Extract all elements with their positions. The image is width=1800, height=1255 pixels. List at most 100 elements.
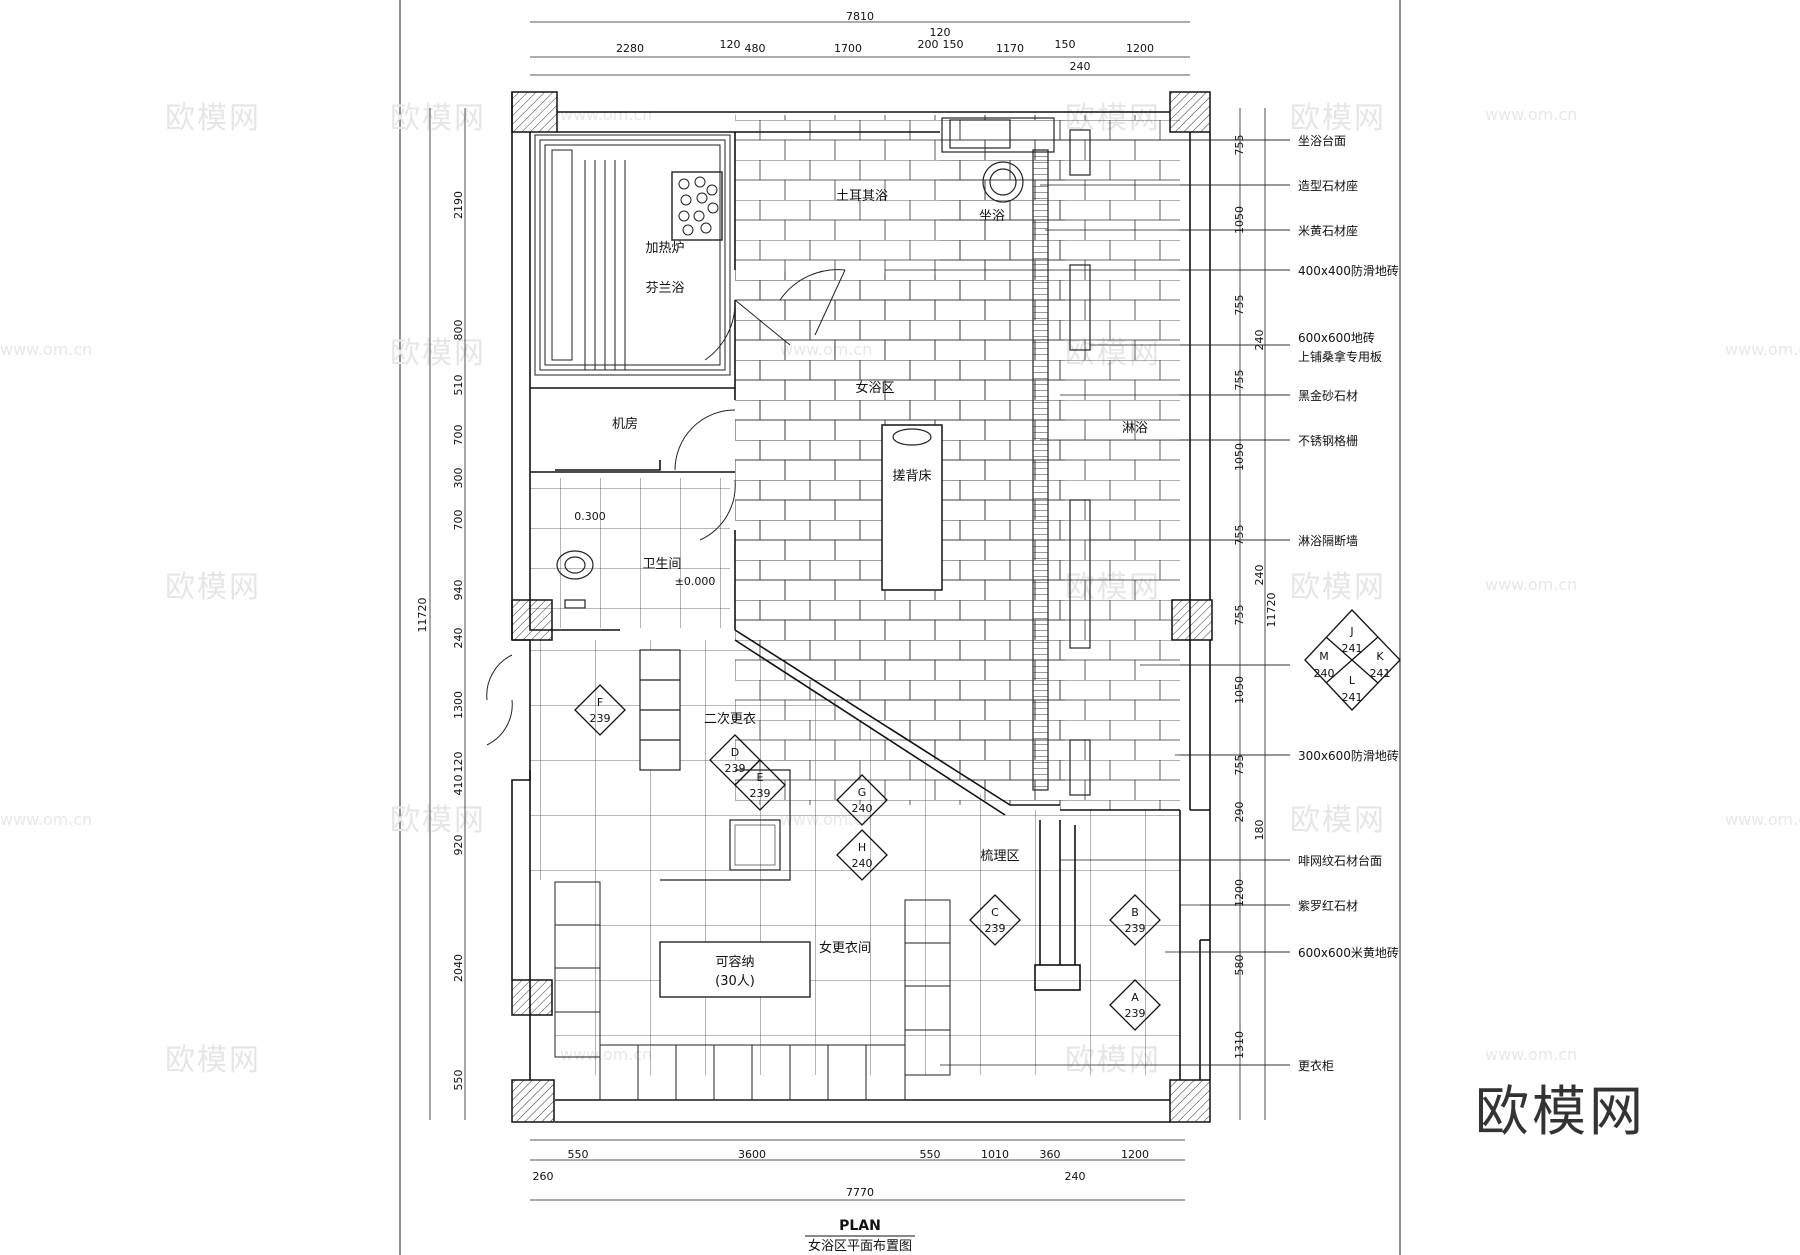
note-4: 400x400防滑地砖 <box>1298 263 1399 278</box>
finnish-sauna <box>534 134 731 376</box>
columns <box>511 91 1213 1123</box>
dim-left-13: 2040 <box>452 954 465 982</box>
dim-right-12: 290 <box>1233 802 1246 823</box>
note-5: 600x600地砖 <box>1298 330 1375 345</box>
dim-right-10: 1050 <box>1233 676 1246 704</box>
dim-left-7: 940 <box>452 580 465 601</box>
drawing-title: PLAN 女浴区平面布置图 <box>805 1218 915 1254</box>
watermark-url: www.om.cn <box>0 810 92 829</box>
watermark: 欧模网 <box>390 101 486 136</box>
room-grooming: 梳理区 <box>980 849 1019 864</box>
marker-c-number: 239 <box>985 922 1006 935</box>
room-sitbath: 坐浴 <box>979 209 1005 224</box>
marker-j-letter: J <box>1349 625 1353 638</box>
dim-top-2: 120 <box>720 38 741 51</box>
room-machine: 机房 <box>612 416 638 432</box>
dim-left-6: 700 <box>452 510 465 531</box>
dim-top-7: 1170 <box>996 42 1024 55</box>
dim-right-13: 180 <box>1253 820 1266 841</box>
dim-left-11: 410 <box>452 775 465 796</box>
marker-a-letter: A <box>1131 991 1139 1004</box>
dim-top-9: 1200 <box>1126 42 1154 55</box>
leader-lines <box>885 139 1290 1066</box>
marker-h-number: 240 <box>852 857 873 870</box>
dim-right-1: 755 <box>1233 135 1246 156</box>
room-heater: 加热炉 <box>645 241 684 256</box>
dim-left-8: 240 <box>452 628 465 649</box>
material-notes: 坐浴台面 造型石材座 米黄石材座 400x400防滑地砖 600x600地砖 上… <box>1298 133 1399 1073</box>
dim-top-240: 240 <box>1070 60 1091 73</box>
watermark-url: www.om.cn <box>0 340 92 359</box>
level-a: 0.300 <box>574 510 606 523</box>
dim-right-6: 1050 <box>1233 443 1246 471</box>
dim-left-1: 2190 <box>452 191 465 219</box>
dim-top-5: 200 <box>918 38 939 51</box>
dim-left-10: 120 <box>452 752 465 773</box>
marker-l-letter: L <box>1349 674 1356 687</box>
dim-right-7: 755 <box>1233 525 1246 546</box>
dim-bottom-3: 550 <box>920 1148 941 1161</box>
dim-right-16: 1310 <box>1233 1031 1246 1059</box>
dim-bottom-260: 260 <box>533 1170 554 1183</box>
lockers <box>554 881 951 1101</box>
watermark: 欧模网 <box>1290 803 1386 838</box>
note-9: 淋浴隔断墙 <box>1298 533 1358 548</box>
dim-bottom-240: 240 <box>1065 1170 1086 1183</box>
locker-capacity: 可容纳 <box>715 954 754 970</box>
watermark: 欧模网 <box>165 1043 261 1078</box>
dim-left-5: 300 <box>452 468 465 489</box>
marker-e-number: 239 <box>750 787 771 800</box>
dim-right-2: 1050 <box>1233 206 1246 234</box>
dim-right-14: 1200 <box>1233 879 1246 907</box>
note-1: 坐浴台面 <box>1298 133 1346 148</box>
note-2: 造型石材座 <box>1298 178 1358 193</box>
marker-g-letter: G <box>858 786 867 799</box>
watermark: 欧模网 <box>390 803 486 838</box>
marker-c-letter: C <box>991 906 999 919</box>
dim-right-4: 240 <box>1253 330 1266 351</box>
watermark: 欧模网 <box>165 101 261 136</box>
dim-top-total: 7810 <box>846 10 874 23</box>
dim-bottom-total: 7770 <box>846 1186 874 1199</box>
marker-a-number: 239 <box>1125 1007 1146 1020</box>
dim-right-3: 755 <box>1233 295 1246 316</box>
watermark-url: www.om.cn <box>1485 575 1577 594</box>
marker-e-letter: E <box>757 771 764 784</box>
sheet-frame <box>399 0 1401 1255</box>
note-3: 米黄石材座 <box>1298 223 1358 238</box>
watermark-url: www.om.cn <box>1485 1045 1577 1064</box>
room-shower: 淋浴 <box>1122 421 1148 436</box>
level-b: ±0.000 <box>675 575 716 588</box>
dim-right-15: 580 <box>1233 955 1246 976</box>
room-second-change: 二次更衣 <box>704 711 756 727</box>
dim-left-9: 1300 <box>452 691 465 719</box>
marker-f-number: 239 <box>590 712 611 725</box>
marker-h-letter: H <box>858 841 866 854</box>
note-13: 600x600米黄地砖 <box>1298 945 1399 960</box>
dim-bottom-5: 360 <box>1040 1148 1061 1161</box>
dim-bottom-2: 3600 <box>738 1148 766 1161</box>
marker-m-number: 240 <box>1314 667 1335 680</box>
dim-top-6: 150 <box>943 38 964 51</box>
title-sub: 女浴区平面布置图 <box>808 1238 912 1254</box>
dim-bottom-1: 550 <box>568 1148 589 1161</box>
bath-fixtures <box>556 117 1091 998</box>
room-finnish: 芬兰浴 <box>645 281 684 296</box>
dim-bottom-4: 1010 <box>981 1148 1009 1161</box>
note-7: 黑金砂石材 <box>1298 388 1358 403</box>
watermark-url: www.om.cn <box>1725 340 1800 359</box>
watermark-url: www.om.cn <box>1725 810 1800 829</box>
dim-top-1: 2280 <box>616 42 644 55</box>
watermark-url: www.om.cn <box>1485 105 1577 124</box>
marker-d-letter: D <box>731 746 739 759</box>
dim-top-8: 150 <box>1055 38 1076 51</box>
marker-d-number: 239 <box>725 762 746 775</box>
dimension-texts: 7810 120 2280 120 480 1700 200 150 1170 … <box>416 10 1278 1199</box>
floor-finishes <box>530 115 1180 1075</box>
dim-right-9: 755 <box>1233 605 1246 626</box>
dim-left-12: 920 <box>452 835 465 856</box>
dim-right-total: 11720 <box>1265 593 1278 628</box>
marker-b-number: 239 <box>1125 922 1146 935</box>
watermark: 欧模网 <box>1290 570 1386 605</box>
